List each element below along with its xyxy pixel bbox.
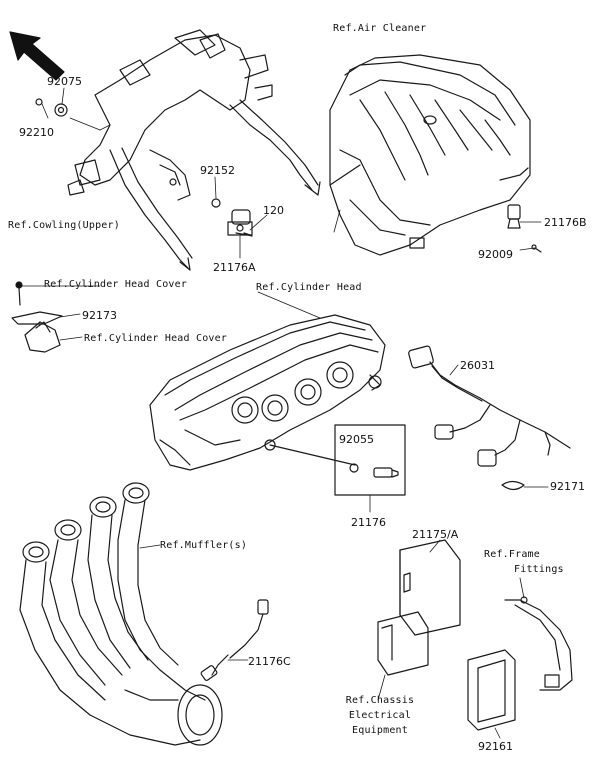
ref-label-frame-fittings-line2: Fittings — [514, 564, 564, 575]
ref-label-chassis-line2: Electrical — [348, 710, 412, 721]
part-label-92152: 92152 — [200, 164, 235, 177]
ref-label-cowling-upper: Ref.Cowling(Upper) — [8, 220, 120, 231]
ref-label-frame-fittings-line1: Ref.Frame — [484, 549, 540, 560]
screw-92009 — [531, 244, 542, 253]
cylinder-head-cover-plug — [24, 321, 61, 353]
chassis-electrical-module — [377, 611, 429, 676]
part-label-92009: 92009 — [478, 248, 513, 261]
part-label-92210: 92210 — [19, 126, 54, 139]
ref-label-muffler: Ref.Muffler(s) — [160, 540, 248, 551]
cylinder-head — [149, 314, 386, 471]
ref-label-cylinder-head-cover-1: Ref.Cylinder Head Cover — [44, 279, 188, 290]
part-label-21176A: 21176A — [213, 261, 256, 274]
air-cleaner-housing — [329, 54, 531, 256]
bracket-92173 — [11, 311, 63, 325]
ref-label-cylinder-head: Ref.Cylinder Head — [256, 282, 362, 293]
leader-lines — [21, 87, 549, 739]
part-label-120: 120 — [263, 204, 284, 217]
bolt-120 — [235, 232, 253, 237]
ref-label-chassis-line1: Ref.Chassis — [345, 695, 415, 706]
bracket-92161 — [467, 596, 573, 731]
exhaust-header-pipes — [19, 482, 223, 746]
harness-26031 — [408, 345, 571, 467]
sensor-21176C — [200, 599, 269, 681]
clamp-92171 — [501, 480, 525, 491]
part-label-21176B: 21176B — [544, 216, 587, 229]
part-label-92173: 92173 — [82, 309, 117, 322]
ref-label-chassis-line3: Equipment — [352, 725, 408, 736]
nut-92210 — [35, 98, 43, 106]
part-label-26031: 26031 — [460, 359, 495, 372]
washer-92055 — [349, 463, 359, 473]
sensor-21176 — [373, 467, 399, 478]
bolt-cyl-head-cover — [15, 281, 23, 306]
part-label-92075: 92075 — [47, 75, 82, 88]
front-direction-arrow-icon — [9, 31, 65, 81]
part-label-21176: 21176 — [351, 516, 386, 529]
ref-label-air-cleaner: Ref.Air Cleaner — [333, 23, 427, 34]
ref-label-cylinder-head-cover-2: Ref.Cylinder Head Cover — [84, 333, 228, 344]
part-label-21175A: 21175/A — [412, 528, 459, 541]
cowling-upper-bracket — [67, 29, 321, 271]
part-label-92161: 92161 — [478, 740, 513, 753]
grommet-92075 — [54, 103, 68, 117]
ecu-21175A — [399, 539, 461, 636]
part-label-21176C: 21176C — [248, 655, 291, 668]
sensor-21176A — [227, 209, 253, 236]
callout-box-21176 — [269, 424, 406, 496]
part-label-92055: 92055 — [339, 433, 374, 446]
part-label-92171: 92171 — [550, 480, 585, 493]
washer-92152 — [211, 198, 221, 208]
sensor-21176B — [507, 204, 521, 229]
